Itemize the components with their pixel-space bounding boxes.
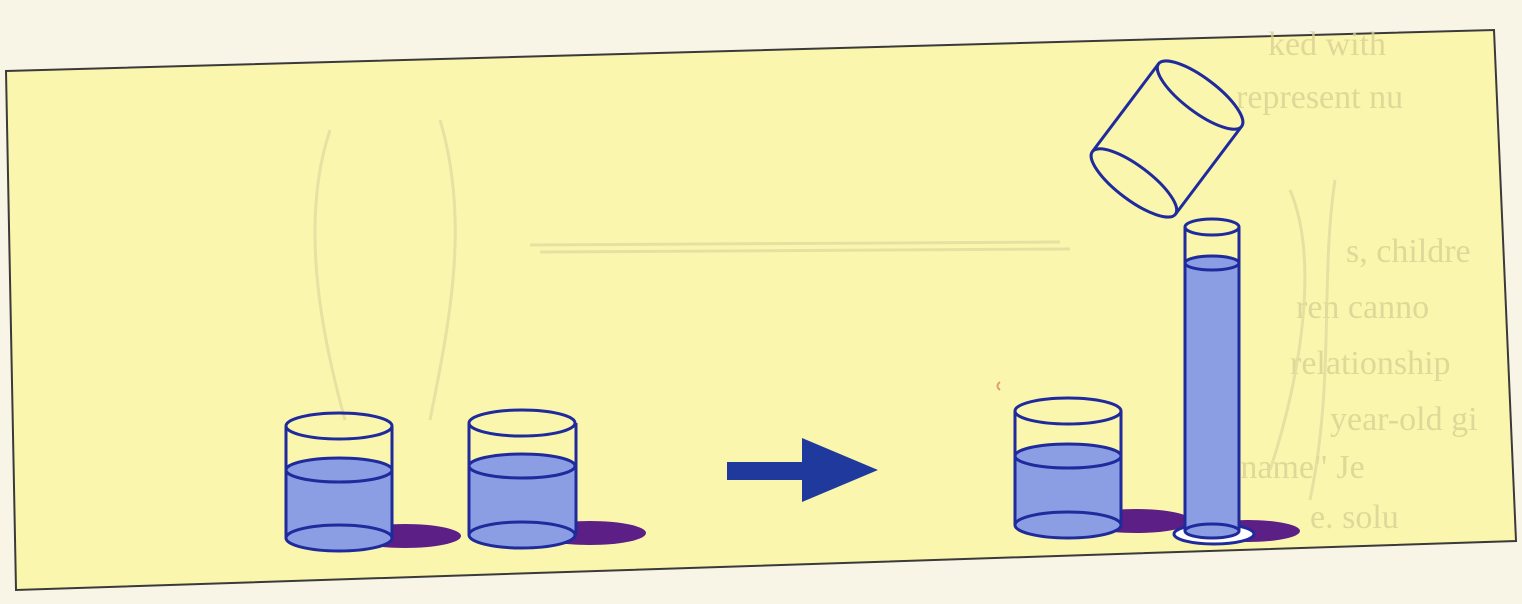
liquid-bottom (284, 523, 394, 553)
right-glass-group (1013, 59, 1300, 546)
glass-rim (467, 408, 577, 438)
liquid-bottom (1013, 510, 1123, 540)
liquid-bottom (467, 520, 577, 550)
ghost-text-line: s, childre (1346, 233, 1471, 270)
right-arrow-icon (727, 438, 878, 502)
tall-cylinder (1172, 217, 1300, 546)
ghost-text-line: e. solu (1310, 499, 1399, 536)
tilted-glass-bottom (1155, 59, 1245, 131)
glass-rim (1013, 396, 1123, 426)
bleed-through-figure (313, 119, 1337, 501)
cylinder-liquid-surface (1183, 254, 1241, 272)
cylinder-liquid (1185, 263, 1240, 531)
glass-of-water-left-1 (284, 411, 461, 553)
liquid-surface (284, 456, 394, 484)
ghost-text-line: year-old gi (1330, 401, 1478, 438)
ghost-text-line: relationship (1290, 345, 1451, 382)
cylinder-rim (1183, 217, 1241, 237)
tilted-glass-mouth (1089, 147, 1179, 219)
glass-of-water-left-2 (467, 408, 646, 550)
ghost-text-line: ked with (1268, 26, 1386, 63)
tilted-pouring-glass (1089, 59, 1245, 219)
stray-mark (996, 381, 1001, 391)
ghost-text-line: represent nu (1236, 79, 1403, 116)
liquid-surface (467, 452, 577, 480)
left-glass-group (284, 408, 646, 553)
glass-of-water-right (1013, 396, 1192, 540)
liquid-surface (1013, 442, 1123, 470)
glass-rim (284, 411, 394, 441)
cylinder-liquid-bottom (1183, 522, 1241, 540)
ghost-text-line: ren canno (1296, 289, 1429, 326)
